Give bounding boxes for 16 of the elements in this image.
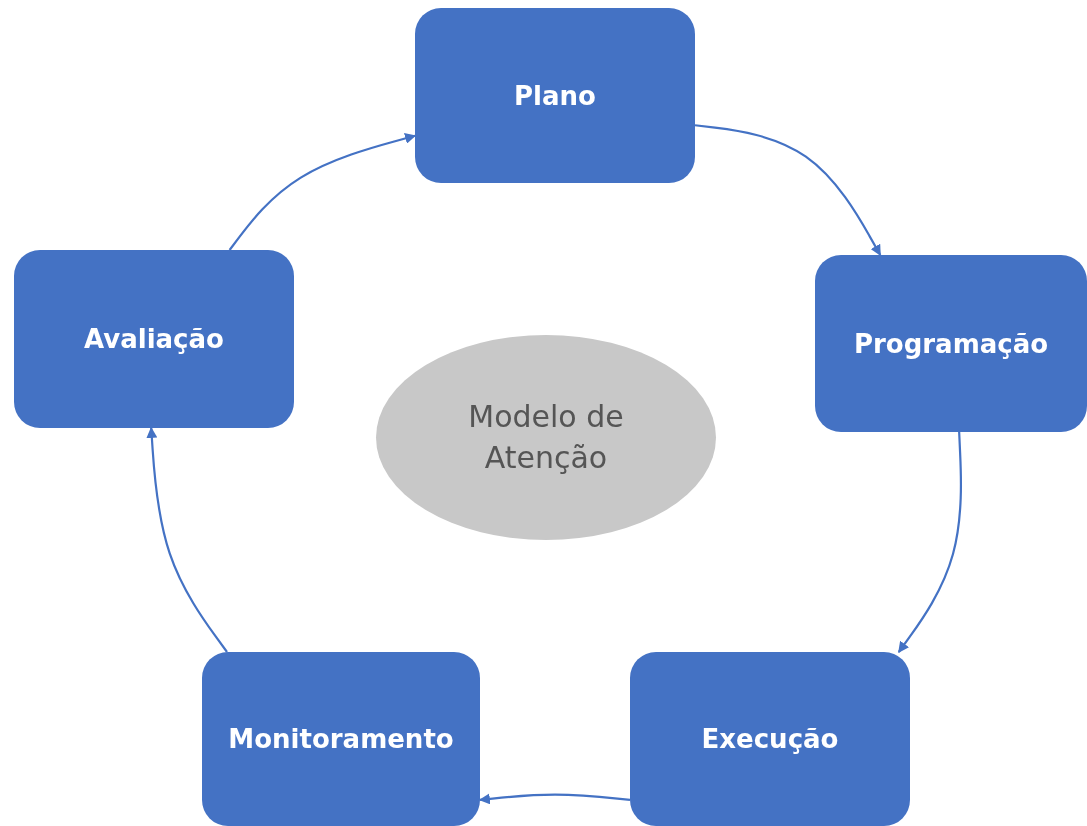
node-label: Avaliação: [83, 324, 225, 354]
process-box: [815, 255, 1087, 432]
arrow: [228, 133, 417, 251]
node-label: Modelo de Atenção: [467, 398, 625, 477]
node-label: Programação: [852, 328, 1050, 359]
arrow: [694, 124, 882, 256]
process-box: [202, 652, 480, 826]
arrow: [478, 793, 631, 805]
node-label: Execução: [700, 724, 840, 754]
arrow: [897, 431, 963, 653]
node-label: Monitoramento: [227, 724, 455, 754]
process-box: [630, 652, 910, 826]
node-label: Plano: [513, 80, 597, 111]
process-box: [415, 8, 695, 183]
process-box: [14, 250, 294, 428]
arrow: [146, 426, 228, 653]
